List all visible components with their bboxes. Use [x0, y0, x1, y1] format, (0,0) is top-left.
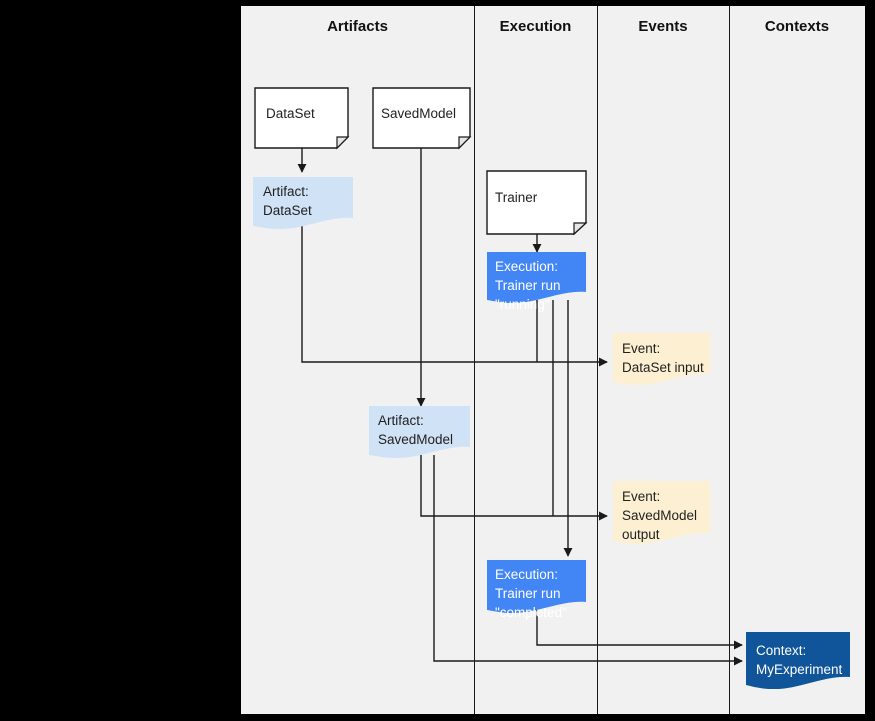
column-header-artifacts: Artifacts: [327, 18, 388, 35]
edge-execution-completed-to-context: [536, 610, 743, 650]
column-header-contexts: Contexts: [764, 18, 830, 35]
column-header-events: Events: [638, 18, 688, 35]
shape-event-savedmodel-output[interactable]: [613, 481, 710, 545]
label-context-myexperiment: Context: MyExperiment: [756, 643, 843, 677]
column-divider-events-contexts: [729, 6, 730, 714]
shape-savedmodel-component[interactable]: [372, 87, 472, 150]
shape-dataset-component[interactable]: [254, 87, 350, 150]
shape-artifact-dataset[interactable]: [253, 177, 353, 230]
edge-artifact-dataset-to-event-input: [301, 225, 608, 367]
label-event-dataset-input: Event: DataSet input: [622, 341, 704, 375]
shape-artifact-savedmodel[interactable]: [369, 406, 470, 459]
label-savedmodel-component: SavedModel: [381, 106, 457, 121]
shape-execution-running[interactable]: [487, 252, 586, 304]
label-dataset-component: DataSet: [266, 106, 315, 121]
edge-artifact-savedmodel-to-context: [433, 455, 743, 666]
label-artifact-savedmodel: Artifact: SavedModel: [378, 413, 454, 447]
label-artifact-dataset: Artifact: DataSet: [263, 184, 312, 218]
shape-event-dataset-input[interactable]: [613, 333, 710, 386]
label-trainer-component: Trainer: [495, 190, 538, 205]
column-header-execution: Execution: [499, 18, 572, 35]
shape-context-myexperiment[interactable]: [746, 632, 850, 690]
shape-execution-completed[interactable]: [487, 560, 586, 614]
label-execution-running: Execution: Trainer run "running": [495, 259, 561, 312]
edge-artifact-savedmodel-to-event-output: [420, 455, 608, 521]
label-execution-completed: Execution: Trainer run "completed": [495, 567, 567, 620]
label-event-savedmodel-output: Event: SavedModel output: [622, 489, 698, 542]
column-divider-artifacts-execution: [474, 6, 475, 714]
column-divider-execution-events: [597, 6, 598, 714]
shape-trainer-component[interactable]: [486, 170, 588, 236]
